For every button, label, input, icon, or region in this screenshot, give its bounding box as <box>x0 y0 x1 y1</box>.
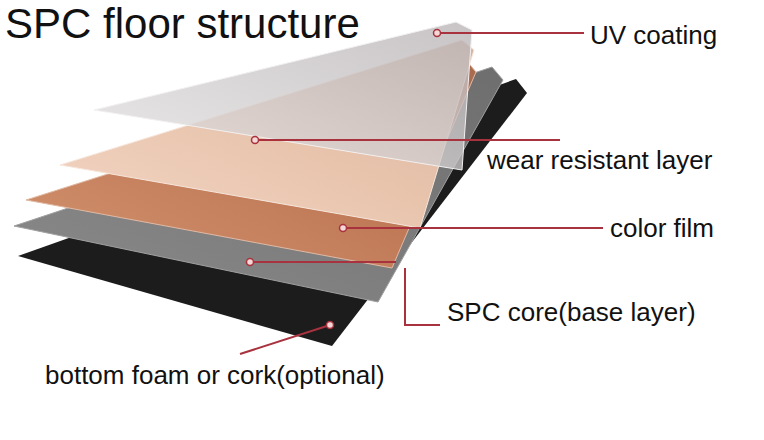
leader-dot <box>340 225 347 232</box>
leader-dot <box>252 137 259 144</box>
leader-line <box>437 32 584 34</box>
leader-line <box>343 227 603 229</box>
leader-line <box>250 261 396 263</box>
leader-line <box>240 325 330 354</box>
leader-dots <box>247 30 441 329</box>
leader-dot <box>327 322 334 329</box>
leader-line <box>405 268 440 325</box>
diagram-title: SPC floor structure <box>5 1 360 47</box>
layer-label: wear resistant layer <box>487 145 712 175</box>
leader-dot <box>247 259 254 266</box>
leader-dot <box>434 30 441 37</box>
layer-label: bottom foam or cork(optional) <box>45 360 385 390</box>
leader-line <box>255 139 560 141</box>
layer-label: UV coating <box>590 20 717 50</box>
layer-label: SPC core(base layer) <box>447 297 696 327</box>
layer-label: color film <box>610 213 714 243</box>
